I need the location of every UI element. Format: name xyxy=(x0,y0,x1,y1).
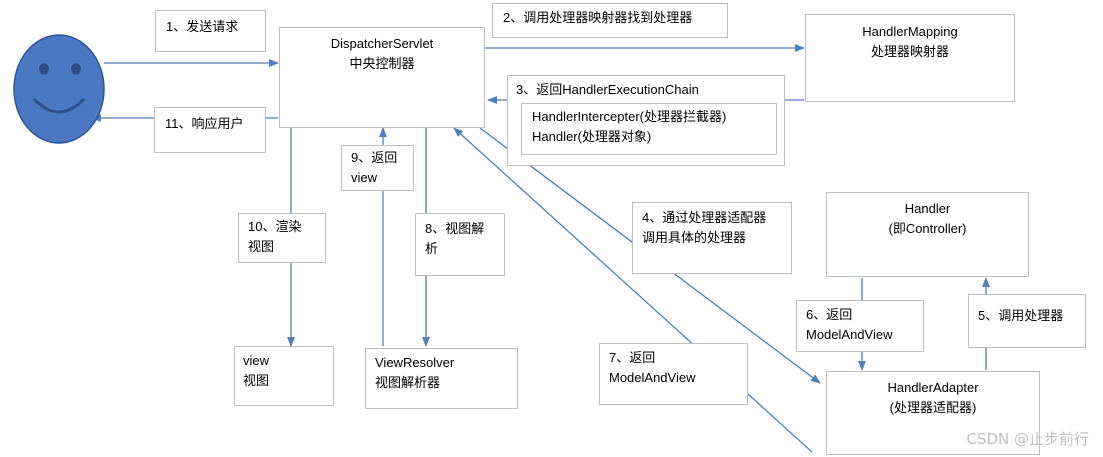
execution-chain-title: 3、返回HandlerExecutionChain xyxy=(516,82,699,97)
dispatcher-servlet-name: DispatcherServlet xyxy=(330,36,434,51)
view-name: view xyxy=(243,353,270,368)
handler-name: Handler xyxy=(904,201,951,216)
step5-label: 5、调用处理器 xyxy=(968,294,1086,348)
step4-label: 4、通过处理器适配器 调用具体的处理器 xyxy=(632,202,792,274)
step8-label: 8、视图解 析 xyxy=(415,213,505,276)
step11-label: 11、响应用户 xyxy=(154,107,266,153)
handler-adapter-name: HandlerAdapter xyxy=(887,380,979,395)
execution-chain-handler: Handler(处理器对象) xyxy=(532,129,652,144)
step10-label: 10、渲染 视图 xyxy=(238,213,326,263)
handler-desc: (即Controller) xyxy=(888,221,967,236)
view-box: view 视图 xyxy=(234,346,334,406)
arrow-return-modelandview-7 xyxy=(453,127,813,453)
handler-adapter-desc: (处理器适配器) xyxy=(889,400,977,415)
handler-adapter-box: HandlerAdapter (处理器适配器) xyxy=(826,371,1040,455)
view-resolver-box: ViewResolver 视图解析器 xyxy=(365,348,518,409)
view-resolver-desc: 视图解析器 xyxy=(375,375,441,390)
user-smiley-icon xyxy=(13,34,105,144)
execution-chain-box: 3、返回HandlerExecutionChain HandlerInterce… xyxy=(507,75,785,166)
dispatcher-servlet-desc: 中央控制器 xyxy=(349,56,415,71)
step2-label: 2、调用处理器映射器找到处理器 xyxy=(492,3,728,38)
watermark: CSDN @止步前行 xyxy=(966,430,1089,448)
step9-label: 9、返回 view xyxy=(341,145,414,191)
execution-chain-inner: HandlerIntercepter(处理器拦截器) Handler(处理器对象… xyxy=(521,103,777,155)
handler-box: Handler (即Controller) xyxy=(826,192,1029,277)
execution-chain-interceptor: HandlerIntercepter(处理器拦截器) xyxy=(532,109,727,124)
step6-label: 6、返回 ModelAndView xyxy=(796,300,924,352)
step7-label: 7、返回 ModelAndView xyxy=(599,343,748,405)
handler-mapping-desc: 处理器映射器 xyxy=(870,44,949,59)
view-desc: 视图 xyxy=(243,373,270,388)
handler-mapping-box: HandlerMapping 处理器映射器 xyxy=(805,14,1015,102)
handler-mapping-name: HandlerMapping xyxy=(862,24,958,39)
dispatcher-servlet-box: DispatcherServlet 中央控制器 xyxy=(279,27,485,128)
view-resolver-name: ViewResolver xyxy=(375,355,455,370)
step1-label: 1、发送请求 xyxy=(155,10,266,52)
